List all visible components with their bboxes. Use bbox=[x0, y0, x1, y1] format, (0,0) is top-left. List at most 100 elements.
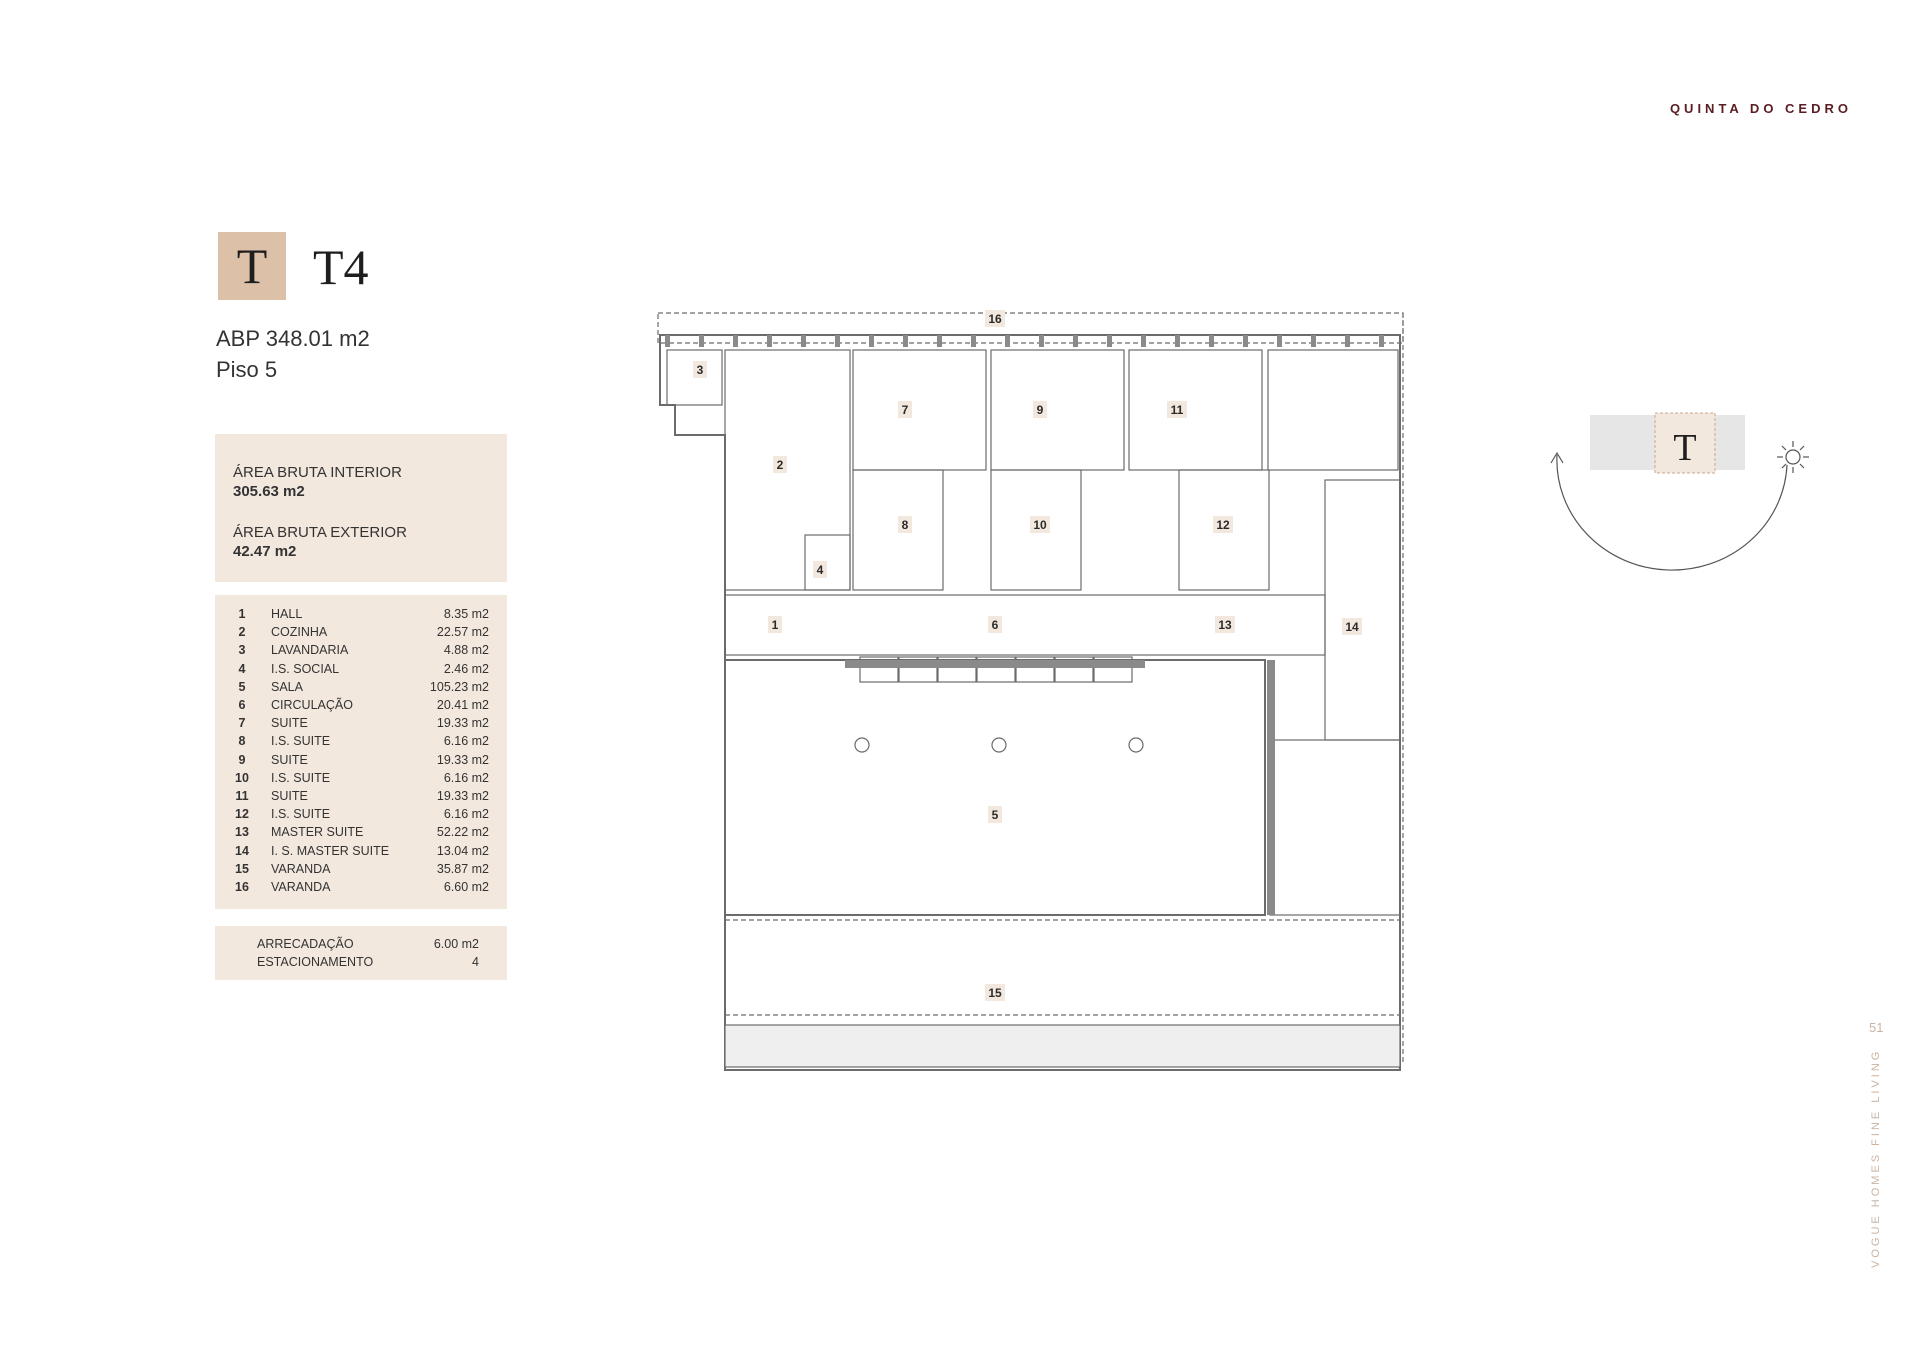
room-bath-10 bbox=[990, 469, 1082, 591]
room-living-5 bbox=[724, 659, 1266, 916]
exterior-area-label: ÁREA BRUTA EXTERIOR bbox=[233, 524, 407, 541]
plan-room-label: 1 bbox=[772, 618, 779, 632]
wall-thick bbox=[845, 660, 1145, 668]
room-area: 35.87 m2 bbox=[436, 861, 489, 876]
column-stub bbox=[903, 335, 908, 347]
column-stub bbox=[665, 335, 670, 347]
wardrobe-unit bbox=[859, 656, 899, 683]
plan-label-bg bbox=[768, 616, 782, 633]
column-stub bbox=[1243, 335, 1248, 347]
exterior-area: ÁREA BRUTA EXTERIOR 42.47 m2 bbox=[233, 524, 407, 560]
room-area: 19.33 m2 bbox=[436, 716, 489, 731]
room-name: MASTER SUITE bbox=[271, 825, 364, 840]
column-stub bbox=[1209, 335, 1214, 347]
plan-room-label: 9 bbox=[1037, 403, 1044, 417]
column-stub bbox=[1107, 335, 1112, 347]
page-number: 51 bbox=[1869, 1020, 1884, 1035]
plan-label-bg bbox=[773, 456, 787, 473]
sun-icon bbox=[1777, 441, 1809, 473]
room-master-13 bbox=[1269, 739, 1401, 916]
room-area: 20.41 m2 bbox=[436, 698, 489, 712]
side-brand-text: VOGUE HOMES FINE LIVING bbox=[1870, 1048, 1882, 1268]
room-name: VARANDA bbox=[271, 861, 331, 876]
room-kitchen bbox=[724, 349, 851, 591]
brand-title: QUINTA DO CEDRO bbox=[1669, 101, 1852, 116]
plan-label-bg bbox=[898, 516, 912, 533]
room-area: 19.33 m2 bbox=[436, 789, 489, 803]
plan-label-bg bbox=[1213, 516, 1233, 533]
room-number: 16 bbox=[235, 880, 249, 894]
gross-area-panel: ÁREA BRUTA INTERIOR 305.63 m2 ÁREA BRUTA… bbox=[215, 434, 507, 582]
column-stub bbox=[1277, 335, 1282, 347]
room-laundry bbox=[666, 349, 723, 406]
column-stub bbox=[971, 335, 976, 347]
plan-room-label: 14 bbox=[1345, 620, 1359, 634]
room-bath-8 bbox=[852, 469, 944, 591]
plan-room-label: 10 bbox=[1033, 518, 1047, 532]
interior-area: ÁREA BRUTA INTERIOR 305.63 m2 bbox=[233, 464, 402, 500]
room-area: 105.23 m2 bbox=[429, 679, 489, 694]
plan-room-label: 2 bbox=[777, 458, 784, 472]
room-name: SUITE bbox=[271, 752, 308, 767]
plan-room-label: 12 bbox=[1216, 518, 1230, 532]
unit-name: T4 bbox=[313, 239, 369, 295]
room-number: 5 bbox=[238, 679, 246, 694]
room-wc-4 bbox=[804, 534, 851, 591]
plan-label-bg bbox=[898, 401, 912, 418]
room-area: 6.16 m2 bbox=[443, 734, 489, 749]
plan-room-label: 13 bbox=[1218, 618, 1232, 632]
room-name: I.S. SUITE bbox=[271, 734, 331, 749]
room-name: I.S. SUITE bbox=[271, 807, 331, 822]
room-suite-9 bbox=[990, 349, 1125, 471]
room-area: 22.57 m2 bbox=[436, 625, 489, 640]
plan-room-label: 3 bbox=[697, 363, 704, 377]
plan-label-bg bbox=[693, 361, 707, 378]
column-stub bbox=[1039, 335, 1044, 347]
compass-arc bbox=[1556, 454, 1788, 571]
round-column bbox=[991, 737, 1007, 753]
unit-badge: T bbox=[218, 232, 286, 300]
room-name: COZINHA bbox=[271, 625, 328, 640]
room-number: 1 bbox=[238, 607, 246, 621]
orientation-compass: T bbox=[1550, 412, 1809, 571]
wardrobe-unit bbox=[976, 656, 1016, 683]
column-stub bbox=[733, 335, 738, 347]
room-number: 11 bbox=[235, 789, 249, 803]
room-area: 6.16 m2 bbox=[443, 770, 489, 785]
interior-area-label: ÁREA BRUTA INTERIOR bbox=[233, 464, 402, 481]
column-stub bbox=[937, 335, 942, 347]
plan-label-bg bbox=[1030, 516, 1050, 533]
room-number: 4 bbox=[238, 661, 246, 676]
room-number: 12 bbox=[235, 807, 249, 822]
column-stub bbox=[801, 335, 806, 347]
plan-room-label: 6 bbox=[992, 618, 999, 632]
room-name: VARANDA bbox=[271, 880, 331, 894]
room-number: 3 bbox=[238, 643, 246, 658]
plan-room-label: 16 bbox=[988, 312, 1002, 326]
room-bath-14 bbox=[1324, 479, 1401, 741]
plan-label-bg bbox=[1342, 618, 1362, 635]
extra-row-storage: ARRECADAÇÃO 6.00 m2 bbox=[257, 937, 479, 951]
room-number: 8 bbox=[238, 734, 246, 749]
extras-panel: ARRECADAÇÃO 6.00 m2 ESTACIONAMENTO 4 bbox=[215, 926, 507, 980]
plan-room-label: 5 bbox=[992, 808, 999, 822]
room-name: CIRCULAÇÃO bbox=[271, 698, 353, 712]
unit-highlight bbox=[1654, 412, 1716, 474]
room-name: I.S. SUITE bbox=[271, 770, 331, 785]
round-column bbox=[1128, 737, 1144, 753]
plan-room-label: 15 bbox=[988, 986, 1002, 1000]
built-in-wardrobes bbox=[859, 656, 1133, 683]
room-suite-11 bbox=[1128, 349, 1263, 471]
room-area: 19.33 m2 bbox=[436, 752, 489, 767]
